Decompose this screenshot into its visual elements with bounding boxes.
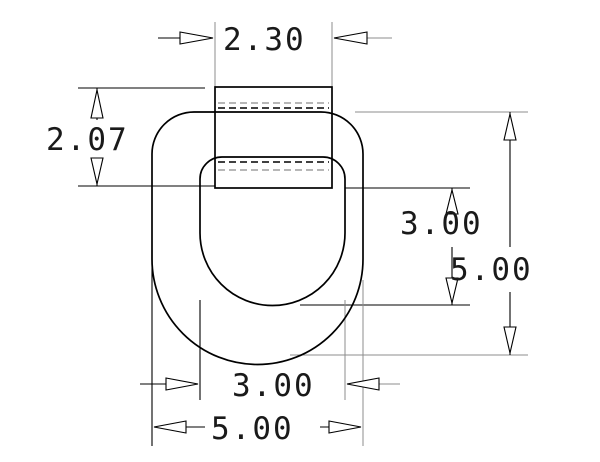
arrowhead-2-30-right [333, 31, 368, 45]
dim-label-right-outer-height: 5.00 [450, 252, 533, 288]
dimension-bottom-outer-width: 5.00 [153, 411, 362, 447]
arrowhead-5-00-bottom [503, 326, 517, 354]
dim-label-bottom-outer-width: 5.00 [211, 411, 294, 447]
arrowhead-3-00-bottom [445, 277, 459, 304]
arrowhead-3-00-top [445, 189, 459, 215]
dimension-right-outer-height: 5.00 [450, 112, 533, 355]
dim-label-right-inner-height: 3.00 [400, 206, 483, 242]
arrowhead-2-07-top [90, 89, 104, 119]
arrowhead-2-30-left [179, 31, 214, 45]
arrowhead-bottom-5-00-right [328, 420, 362, 434]
dimension-right-inner-height: 3.00 [400, 188, 483, 305]
dimension-top-width: 2.30 [158, 22, 392, 58]
arrowhead-bottom-5-00-left [153, 420, 187, 434]
arrowhead-5-00-top [503, 113, 517, 141]
arrowhead-bottom-3-00-right [346, 377, 380, 391]
bracket-sleeve [214, 86, 333, 189]
dimension-left-height: 2.07 [46, 88, 129, 186]
dim-label-bottom-inner-width: 3.00 [232, 368, 315, 404]
arrowhead-bottom-3-00-left [165, 377, 199, 391]
dim-label-top-width: 2.30 [223, 22, 306, 58]
bracket-sleeve-outline [214, 86, 333, 189]
outer-ring-outline [151, 111, 364, 366]
inner-ring-profile [199, 156, 346, 307]
arrowhead-2-07-bottom [90, 157, 104, 185]
outer-ring-profile [151, 111, 364, 366]
inner-ring-outline [199, 156, 346, 307]
extension-lines [78, 22, 528, 446]
dim-label-left-height: 2.07 [46, 122, 129, 158]
dimension-bottom-inner-width: 3.00 [140, 368, 400, 404]
